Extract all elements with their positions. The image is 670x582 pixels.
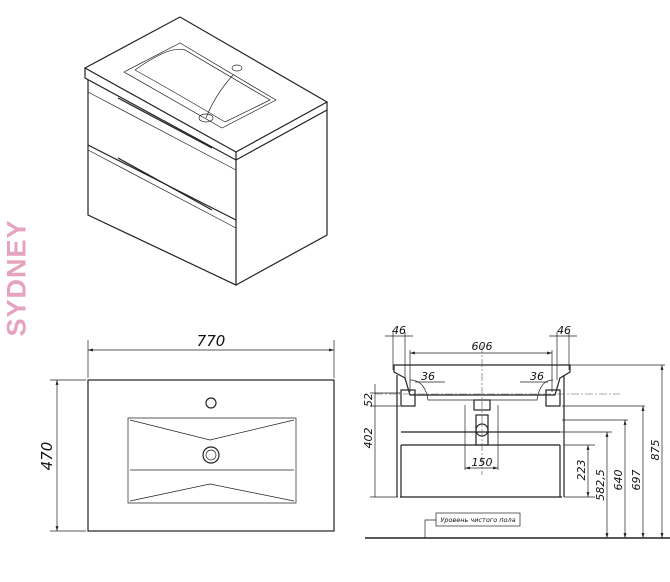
- dim-inner-width: 606: [472, 340, 493, 353]
- dim-cabinet-height: 402: [362, 428, 375, 449]
- dim-582-5: 582,5: [594, 469, 607, 501]
- dim-bowl: 52: [362, 393, 375, 407]
- dim-875: 875: [649, 440, 662, 461]
- dim-697: 697: [630, 470, 643, 491]
- isometric-view: [83, 16, 329, 286]
- front-view: 46 46 606 36 36 52 402 150 223 582,5 640…: [362, 324, 670, 539]
- dim-223: 223: [575, 460, 588, 481]
- dim-640: 640: [612, 470, 625, 491]
- plan-view: 770 470: [38, 332, 335, 532]
- dim-side-right: 46: [557, 324, 571, 337]
- plan-width-dim: 770: [197, 332, 226, 350]
- dim-offset-right: 36: [530, 370, 544, 383]
- dim-side-left: 46: [392, 324, 406, 337]
- floor-level-label: Уровень чистого пола: [440, 516, 515, 524]
- dim-siphon: 150: [472, 456, 493, 469]
- plan-depth-dim: 470: [38, 442, 56, 471]
- dim-offset-left: 36: [421, 370, 435, 383]
